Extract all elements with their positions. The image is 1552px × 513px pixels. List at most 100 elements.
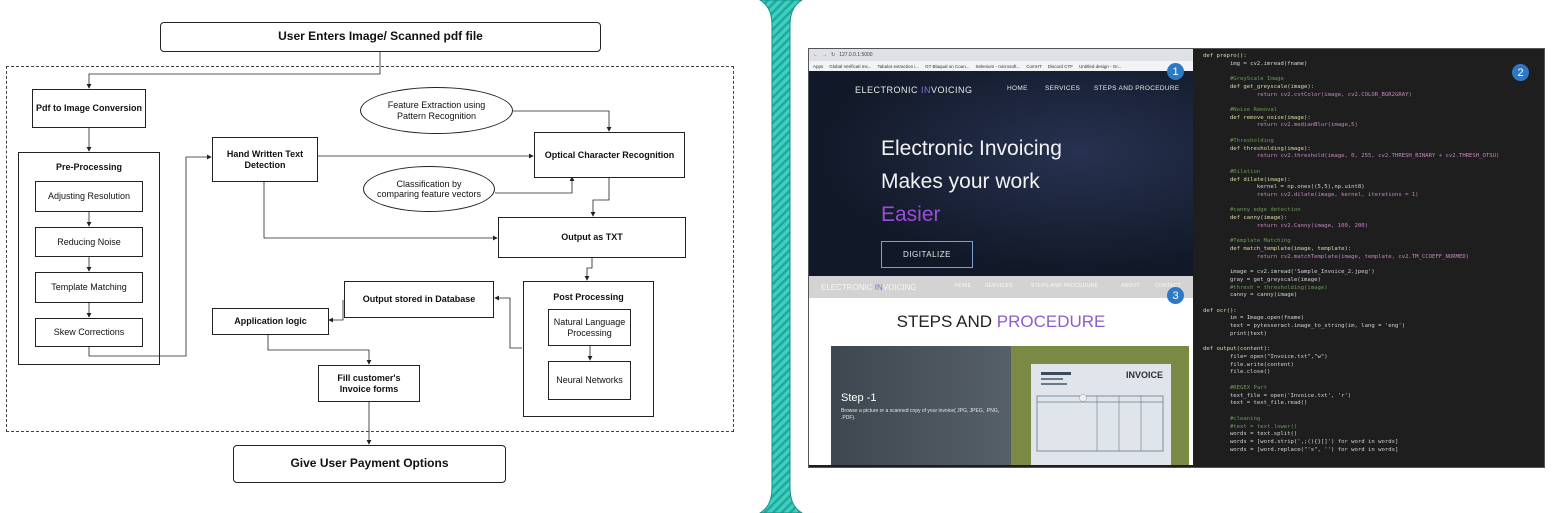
code-line: def get_greyscale(image): bbox=[1203, 83, 1315, 90]
nav2-steps[interactable]: STEPS AND PROCEDURE bbox=[1031, 283, 1099, 289]
feature-extraction-node: Feature Extraction using Pattern Recogni… bbox=[360, 87, 513, 134]
step-label: Step -1 bbox=[841, 392, 877, 404]
code-line: img = cv2.imread(fname) bbox=[1203, 60, 1308, 67]
postprocessing-title: Post Processing bbox=[553, 292, 624, 302]
payment-options-node: Give User Payment Options bbox=[233, 445, 506, 483]
code-line: #text = text.lower() bbox=[1203, 423, 1298, 430]
code-line: image = cv2.imread('Sample_Invoice_2.jpe… bbox=[1203, 269, 1375, 276]
code-line: return cv2.Canny(image, 100, 200) bbox=[1203, 222, 1369, 229]
code-line bbox=[1203, 130, 1544, 138]
hero-line-3: Easier bbox=[881, 203, 941, 226]
code-line: def output(content): bbox=[1203, 346, 1271, 353]
nav-home[interactable]: HOME bbox=[1007, 85, 1028, 92]
step-card-left bbox=[831, 346, 1011, 465]
classification-node: Classification by comparing feature vect… bbox=[363, 166, 495, 212]
nav2-services[interactable]: SERVICES bbox=[985, 283, 1013, 289]
code-line bbox=[1203, 300, 1544, 308]
code-line: #Template Matching bbox=[1203, 238, 1291, 245]
hero-line-2: Makes your work bbox=[881, 170, 1040, 193]
code-line: file.write(content) bbox=[1203, 361, 1294, 368]
handwritten-detection-node: Hand Written Text Detection bbox=[212, 137, 318, 182]
preprocessing-title: Pre-Processing bbox=[55, 162, 123, 172]
database-node: Output stored in Database bbox=[344, 281, 494, 318]
nav2-home[interactable]: HOME bbox=[955, 283, 972, 289]
fill-invoice-forms-node: Fill customer's Invoice forms bbox=[318, 365, 420, 402]
invoice-illustration bbox=[1036, 372, 1164, 452]
code-line: canny = canny(image) bbox=[1203, 292, 1298, 299]
code-line: gray = get_greyscale(image) bbox=[1203, 276, 1321, 283]
code-line: return cv2.dilate(image, kernel, iterati… bbox=[1203, 191, 1419, 198]
invoice-word: INVOICE bbox=[1125, 370, 1163, 380]
code-editor: def prepro(): img = cv2.imread(fname) #G… bbox=[1195, 49, 1544, 465]
pdf-to-image-node: Pdf to Image Conversion bbox=[32, 89, 146, 128]
code-line: def match_template(image, template): bbox=[1203, 245, 1352, 252]
application-logic-node: Application logic bbox=[212, 308, 329, 335]
process-boundary bbox=[6, 66, 734, 432]
code-line bbox=[1203, 261, 1544, 269]
bookmark-item[interactable]: Discord CTF bbox=[1047, 63, 1074, 69]
code-line: def canny(image): bbox=[1203, 215, 1288, 222]
code-line: words = text.split() bbox=[1203, 431, 1298, 438]
code-line bbox=[1203, 377, 1544, 385]
code-line: return cv2.cvtColor(image, cv2.COLOR_BGR… bbox=[1203, 91, 1412, 98]
browser-address-bar[interactable]: ← → ↻ 127.0.0.1:5000 bbox=[809, 49, 1193, 61]
bookmark-item[interactable]: Global Verificati Ins... bbox=[829, 63, 872, 69]
browser-screenshot: ← → ↻ 127.0.0.1:5000 Apps Global Verific… bbox=[809, 49, 1193, 465]
code-line: #REGEX Part bbox=[1203, 384, 1267, 391]
bookmark-item[interactable]: Selenium - microsoft... bbox=[975, 63, 1021, 69]
reload-icon[interactable]: ↻ bbox=[831, 52, 836, 58]
bookmark-item[interactable]: ComHT bbox=[1026, 63, 1042, 69]
code-line: text = text_file.read() bbox=[1203, 400, 1308, 407]
secondary-navbar: ELECTRONIC INVOICING HOME SERVICES STEPS… bbox=[809, 276, 1193, 298]
digitalize-button[interactable]: DIGITALIZE bbox=[881, 241, 973, 268]
code-line: def prepro(): bbox=[1203, 53, 1247, 59]
output-txt-node: Output as TXT bbox=[498, 217, 686, 258]
teal-divider bbox=[759, 0, 803, 513]
ocr-node: Optical Character Recognition bbox=[534, 132, 685, 178]
nav2-about[interactable]: ABOUT bbox=[1121, 283, 1140, 289]
bookmark-item[interactable]: GT Blaqual on Coun... bbox=[925, 63, 970, 69]
badge-3: 3 bbox=[1167, 287, 1184, 304]
code-line bbox=[1203, 68, 1544, 76]
code-line: #GreyScale Image bbox=[1203, 76, 1284, 83]
code-line: #Noise Removal bbox=[1203, 107, 1278, 114]
code-line: #Thresholding bbox=[1203, 137, 1274, 144]
start-node: User Enters Image/ Scanned pdf file bbox=[160, 22, 601, 52]
bookmarks-bar: Apps Global Verificati Ins... Tabular ex… bbox=[809, 61, 1193, 71]
preprocessing-group: Pre-Processing bbox=[18, 152, 160, 365]
back-icon[interactable]: ← bbox=[813, 52, 818, 58]
code-line bbox=[1203, 339, 1544, 347]
nav-services[interactable]: SERVICES bbox=[1045, 85, 1081, 92]
nav-steps[interactable]: STEPS AND PROCEDURE bbox=[1094, 85, 1180, 92]
nav2-contact[interactable]: CONTACT bbox=[1155, 283, 1181, 289]
code-line bbox=[1203, 200, 1544, 208]
step-card: Step -1 Browse a picture or a scanned co… bbox=[831, 346, 1189, 465]
site-logo-small[interactable]: ELECTRONIC INVOICING bbox=[821, 283, 917, 292]
code-line: def remove_noise(image): bbox=[1203, 114, 1311, 121]
code-line: file.close() bbox=[1203, 369, 1271, 376]
code-line bbox=[1203, 408, 1544, 416]
steps-title: STEPS AND PROCEDURE bbox=[896, 312, 1106, 331]
forward-icon[interactable]: → bbox=[822, 52, 827, 58]
address-text[interactable]: 127.0.0.1:5000 bbox=[839, 52, 873, 58]
code-line bbox=[1203, 161, 1544, 169]
hero-section: ELECTRONIC INVOICING HOME SERVICES STEPS… bbox=[809, 71, 1193, 276]
site-logo[interactable]: ELECTRONIC INVOICING bbox=[855, 85, 973, 95]
postprocessing-group: Post Processing bbox=[523, 281, 654, 417]
screenshot-collage: ← → ↻ 127.0.0.1:5000 Apps Global Verific… bbox=[808, 48, 1545, 468]
template-matching-node: Template Matching bbox=[35, 272, 143, 303]
adjusting-resolution-node: Adjusting Resolution bbox=[35, 181, 143, 212]
code-line: print(text) bbox=[1203, 330, 1267, 337]
bookmark-item[interactable]: Tabular extraction i... bbox=[877, 63, 920, 69]
bookmark-item[interactable]: Untitled design - Gr... bbox=[1079, 63, 1122, 69]
code-line: return cv2.matchTemplate(image, template… bbox=[1203, 253, 1470, 260]
code-line: #canny edge detection bbox=[1203, 207, 1301, 214]
code-line: text_file = open('Invoice.txt', 'r') bbox=[1203, 392, 1352, 399]
bookmark-item[interactable]: Apps bbox=[813, 63, 824, 69]
flowchart-connectors bbox=[86, 52, 612, 445]
code-line bbox=[1203, 231, 1544, 239]
code-line: def thresholding(image): bbox=[1203, 145, 1311, 152]
code-line: def ocr(): bbox=[1203, 307, 1237, 314]
code-line: #cleaning bbox=[1203, 415, 1261, 422]
invoice-image: INVOICE bbox=[1031, 364, 1171, 465]
